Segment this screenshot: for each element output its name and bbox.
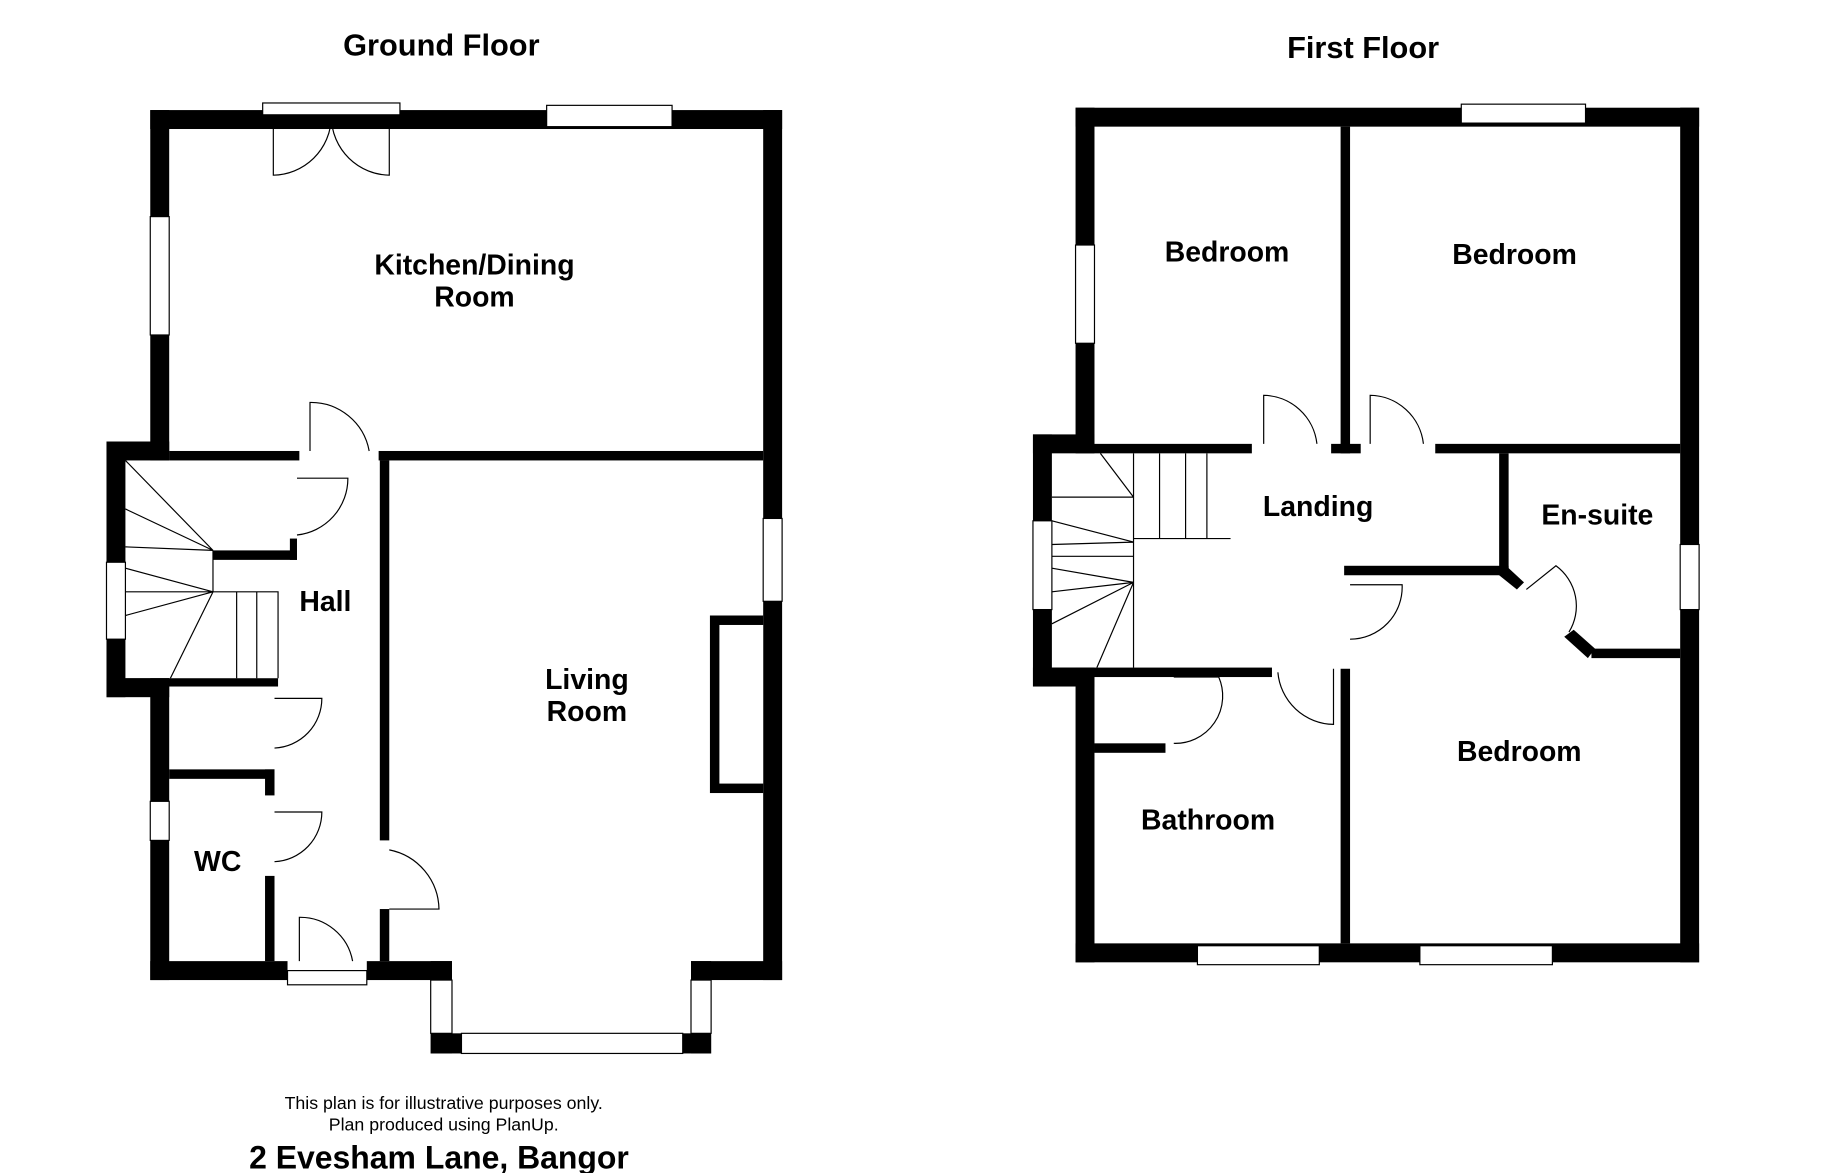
room-label-ensuite: En-suite [1541, 499, 1653, 531]
french-doors [262, 102, 401, 116]
footer: This plan is for illustrative purposes o… [249, 1093, 629, 1173]
ground-floor-labels: Kitchen/Dining Room Hall Living Room WC [194, 250, 629, 879]
first-floor-walls [1032, 107, 1700, 963]
first-floor-stairs [1051, 452, 1231, 668]
first-floor-labels: Bedroom Bedroom Landing En-suite Bedroom… [1141, 237, 1653, 837]
window [1679, 543, 1700, 611]
window [546, 104, 673, 128]
room-label-living-2: Room [547, 696, 627, 728]
window [1460, 103, 1587, 124]
window [460, 1032, 684, 1055]
window [1032, 520, 1053, 611]
disclaimer-line-2: Plan produced using PlanUp. [329, 1114, 559, 1134]
ground-floor-doors [272, 118, 440, 962]
ground-floor-plan: Ground Floor [105, 28, 783, 1055]
room-label-hall: Hall [299, 586, 351, 618]
room-label-bedroom-1: Bedroom [1165, 237, 1290, 269]
room-label-landing: Landing [1263, 491, 1373, 523]
first-floor-plan: First Floor [1032, 30, 1700, 966]
window [1196, 945, 1320, 966]
first-floor-doors [1173, 394, 1577, 744]
window [430, 979, 453, 1034]
window [1074, 244, 1096, 344]
window [149, 800, 170, 841]
ground-floor-title: Ground Floor [343, 28, 539, 63]
first-floor-windows [1032, 103, 1700, 966]
ground-floor-windows [105, 102, 783, 1055]
room-label-living: Living [545, 664, 629, 696]
room-label-bathroom: Bathroom [1141, 805, 1275, 837]
room-label-bedroom-3: Bedroom [1457, 736, 1582, 768]
room-label-bedroom-2: Bedroom [1452, 239, 1577, 271]
disclaimer-line-1: This plan is for illustrative purposes o… [285, 1093, 603, 1113]
room-label-wc: WC [194, 846, 241, 878]
first-floor-title: First Floor [1287, 30, 1439, 65]
window [149, 216, 170, 336]
room-label-kitchen-2: Room [434, 282, 514, 314]
front-door-frame [286, 970, 368, 986]
window [1419, 945, 1553, 966]
window [690, 979, 712, 1034]
ground-floor-stairs [124, 460, 279, 679]
property-address: 2 Evesham Lane, Bangor [249, 1139, 629, 1173]
window [762, 517, 783, 602]
room-label-kitchen: Kitchen/Dining [374, 250, 574, 282]
window [105, 561, 127, 640]
